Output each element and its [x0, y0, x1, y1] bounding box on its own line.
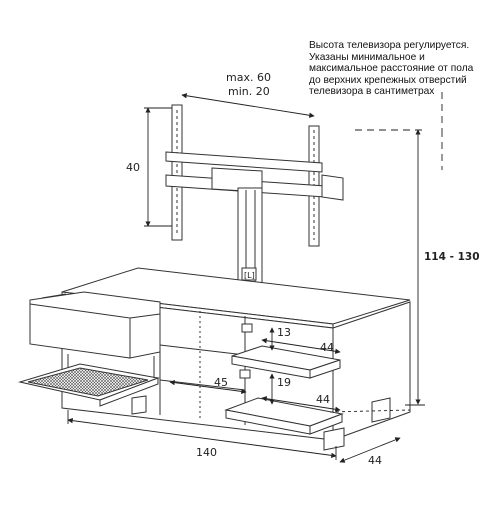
dim-shelf-depth-top: 44	[320, 341, 334, 354]
note-line: Высота телевизора регулируется.	[309, 40, 470, 51]
drawer-front-panel	[29, 303, 131, 359]
pull-out-mesh-shelf	[18, 354, 160, 407]
dim-total-height: 114 - 130	[424, 251, 480, 263]
dim-shelf-depth-bottom: 44	[316, 393, 330, 406]
dim-inner-width: 45	[214, 376, 228, 389]
column-label-plate	[241, 267, 257, 281]
dim-bracket-min: min. 20	[228, 85, 270, 98]
note-line: телевизора в сантиметрах	[309, 86, 435, 98]
dim-drawer-bottom-height: 19	[277, 376, 291, 389]
note-line: до верхних крепежных отверстий	[309, 74, 467, 86]
dim-total-depth: 44	[368, 454, 382, 467]
note-line: Указаны минимальное и	[309, 51, 425, 63]
tv-bracket: [L]	[165, 104, 344, 289]
dim-bracket-height: 40	[126, 161, 140, 174]
left-drawer-open	[29, 291, 161, 359]
dimension-lines	[67, 92, 443, 463]
height-adjustment-note: Высота телевизора регулируется. Указаны …	[309, 40, 499, 98]
dim-total-width: 140	[196, 446, 217, 459]
leg-front	[323, 427, 345, 451]
note-line: максимальное расстояние от пола	[309, 63, 474, 75]
svg-text:[L]: [L]	[244, 271, 255, 280]
bracket-upper-arm	[165, 151, 323, 173]
leg-right	[371, 397, 391, 423]
dim-bracket-max: max. 60	[226, 71, 271, 84]
dim-drawer-top-height: 13	[277, 326, 291, 339]
leg-left	[131, 395, 147, 415]
